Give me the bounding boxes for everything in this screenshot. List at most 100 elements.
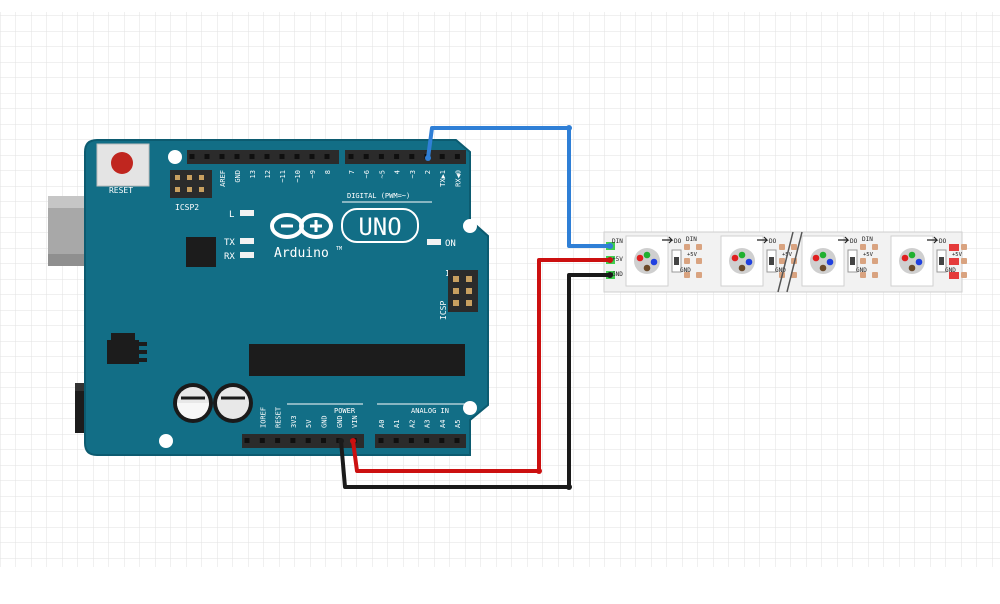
header-pin: [453, 300, 459, 306]
wire-endpoint[interactable]: [536, 468, 542, 474]
digital-header-left: [187, 150, 339, 164]
header-pin[interactable]: [219, 154, 225, 159]
analog-pin-label: A2: [408, 420, 416, 428]
digital-pin-label: RX◀0: [454, 170, 462, 187]
strip-input-label: GND: [612, 271, 623, 278]
digital-pin-label: GND: [234, 170, 242, 183]
header-pin[interactable]: [275, 438, 281, 443]
header-pin: [453, 288, 459, 294]
icsp2-header: [170, 170, 212, 198]
header-pin[interactable]: [439, 154, 445, 159]
header-pin[interactable]: [409, 154, 415, 159]
header-pin[interactable]: [424, 438, 430, 443]
wire-endpoint[interactable]: [350, 438, 356, 444]
strip-end-pad: [949, 258, 959, 265]
strip-input-label: DIN: [612, 238, 623, 245]
rgb-led: DO DIN +5V GND: [625, 235, 702, 287]
header-pin[interactable]: [249, 154, 255, 159]
do-label: DO: [939, 238, 947, 245]
gnd-label: GND: [680, 267, 691, 274]
microcontroller-chip: [249, 344, 465, 376]
power-pin-label: 5V: [305, 419, 313, 428]
mount-hole: [168, 150, 182, 164]
wire-endpoint[interactable]: [566, 484, 572, 490]
wire-endpoint[interactable]: [566, 125, 572, 131]
mount-hole: [159, 434, 173, 448]
header-pin[interactable]: [324, 154, 330, 159]
wire-endpoint[interactable]: [607, 243, 613, 249]
header-pin[interactable]: [234, 154, 240, 159]
analog-pin-label: A5: [454, 420, 462, 428]
trademark: TM: [336, 246, 342, 252]
header-pin[interactable]: [363, 154, 369, 159]
header-pin[interactable]: [204, 154, 210, 159]
wire-endpoint[interactable]: [607, 257, 613, 263]
header-pin[interactable]: [294, 154, 300, 159]
header-pin[interactable]: [454, 154, 460, 159]
icsp-label: ICSP: [439, 301, 448, 320]
usb-chip: [186, 237, 216, 267]
mount-hole: [463, 401, 477, 415]
header-pin[interactable]: [348, 154, 354, 159]
analog-pin-label: A3: [424, 420, 432, 428]
digital-pin-label: 13: [249, 170, 257, 178]
power-pin-label: 3V3: [290, 415, 298, 428]
reset-button[interactable]: [96, 143, 150, 187]
mount-hole: [463, 219, 477, 233]
header-pin[interactable]: [279, 154, 285, 159]
header-pin[interactable]: [321, 438, 326, 443]
arduino-logo: [270, 213, 333, 239]
uno-text: UNO: [358, 213, 401, 241]
header-pin[interactable]: [244, 438, 250, 443]
wire-endpoint[interactable]: [425, 155, 431, 161]
icsp-header: [448, 270, 478, 312]
gnd-label: GND: [945, 267, 956, 274]
led-on-label: ON: [445, 239, 456, 249]
power-pin-label: GND: [321, 415, 329, 428]
digital-pin-label: AREF: [219, 170, 227, 187]
digital-pin-label: 12: [264, 170, 272, 178]
din-label: DIN: [686, 236, 697, 243]
digital-pin-label: ~10: [294, 170, 302, 183]
header-pin[interactable]: [290, 438, 296, 443]
din-label: DIN: [862, 236, 873, 243]
header-pin: [466, 288, 472, 294]
header-pin[interactable]: [439, 438, 445, 443]
header-pin[interactable]: [305, 438, 311, 443]
header-pin[interactable]: [309, 154, 315, 159]
header-pin[interactable]: [394, 154, 400, 159]
capacitor: [173, 383, 213, 423]
header-pin[interactable]: [259, 438, 265, 443]
header-pin[interactable]: [393, 438, 399, 443]
digital-pin-label: TX▶1: [439, 170, 447, 187]
header-pin: [453, 276, 459, 282]
led-on: [427, 239, 441, 245]
strip-input-label: +5V: [612, 256, 623, 263]
analog-pin-label: A4: [439, 420, 447, 428]
v5-label: +5V: [687, 252, 698, 258]
strip-end-pad: [949, 272, 959, 279]
do-label: DO: [674, 238, 682, 245]
arduino-board: [84, 139, 489, 456]
voltage-regulator: [107, 333, 147, 364]
header-pin[interactable]: [378, 154, 384, 159]
led-l-label: L: [229, 210, 234, 220]
header-pin[interactable]: [408, 438, 414, 443]
wire-endpoint[interactable]: [338, 438, 344, 444]
strip-end-pad: [949, 244, 959, 251]
power-label: POWER: [334, 407, 356, 415]
digital-pin-label: ~6: [363, 170, 371, 178]
do-label: DO: [769, 238, 777, 245]
v5-label: +5V: [863, 252, 874, 258]
wire-endpoint[interactable]: [607, 272, 613, 278]
header-pin[interactable]: [454, 438, 460, 443]
strip-break-mark: [786, 231, 803, 293]
power-pin-label: RESET: [275, 406, 283, 428]
header-pin[interactable]: [264, 154, 270, 159]
arduino-wordmark: Arduino: [274, 246, 329, 261]
header-pin[interactable]: [378, 438, 384, 443]
header-pin[interactable]: [189, 154, 195, 159]
capacitor: [213, 383, 253, 423]
